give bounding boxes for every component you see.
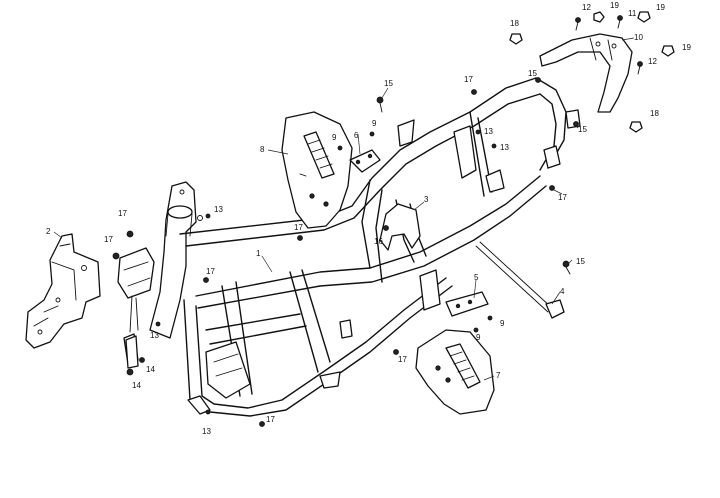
callout-8: 8: [260, 145, 265, 154]
callout-15c: 15: [578, 125, 587, 134]
callout-17h: 17: [266, 415, 275, 424]
callout-18b: 18: [650, 109, 659, 118]
callout-15d: 15: [576, 257, 585, 266]
callout-2: 2: [46, 227, 51, 236]
callout-17d: 17: [118, 209, 127, 218]
leader-lines: [53, 37, 635, 381]
callout-19a: 19: [610, 1, 619, 10]
callout-19c: 19: [682, 43, 691, 52]
part-main-frame: [179, 77, 581, 417]
callout-6: 6: [354, 131, 359, 140]
callout-12a: 12: [582, 3, 591, 12]
callout-3: 3: [424, 195, 429, 204]
part-left-footrest-bracket: [349, 149, 381, 173]
callout-19b: 19: [656, 3, 665, 12]
callout-17e: 17: [104, 235, 113, 244]
part-rear-grab-handle: [539, 33, 633, 113]
callout-18a: 18: [510, 19, 519, 28]
callout-17c: 17: [294, 223, 303, 232]
part-right-footrest-bracket: [445, 291, 489, 317]
callout-14a: 14: [146, 365, 155, 374]
callout-11: 11: [628, 9, 637, 18]
callout-12b: 12: [648, 57, 657, 66]
part-axle-bolt: [475, 241, 565, 319]
callout-13d: 13: [150, 331, 159, 340]
callout-10: 10: [634, 33, 643, 42]
callout-1: 1: [256, 249, 261, 258]
callout-7: 7: [496, 371, 501, 380]
callout-9c: 9: [500, 319, 505, 328]
callout-17a: 17: [464, 75, 473, 84]
callout-14b: 14: [132, 381, 141, 390]
callout-13b: 13: [484, 127, 493, 136]
callout-labels: 1 2 3 4 5 6 7 8 9 9 9 9 10 11 12 12 13 1…: [46, 1, 691, 436]
callout-13e: 13: [202, 427, 211, 436]
callout-15a: 15: [384, 79, 393, 88]
part-steering-head: [117, 181, 203, 365]
part-left-footrest-cover: [281, 111, 353, 229]
fasteners: [112, 11, 675, 427]
callout-17g: 17: [398, 355, 407, 364]
callout-9d: 9: [476, 333, 481, 342]
callout-15b: 15: [528, 69, 537, 78]
callout-13a: 13: [214, 205, 223, 214]
part-right-footrest-cover: [415, 329, 495, 415]
callout-16: 16: [374, 237, 383, 246]
callout-5: 5: [474, 273, 479, 282]
part-front-bracket: [25, 233, 101, 349]
callout-17f: 17: [206, 267, 215, 276]
callout-9b: 9: [372, 119, 377, 128]
callout-13c: 13: [500, 143, 509, 152]
callout-17b: 17: [558, 193, 567, 202]
callout-4: 4: [560, 287, 565, 296]
callout-9a: 9: [332, 133, 337, 142]
